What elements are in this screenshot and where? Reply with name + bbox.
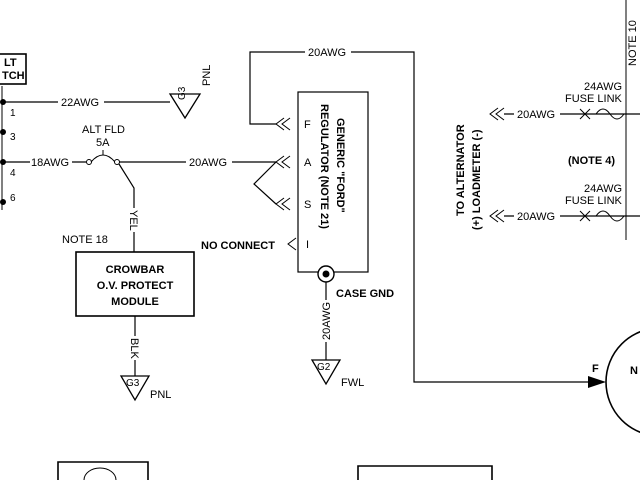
bottom-left-partial-circle <box>83 467 117 480</box>
ground-symbol-top: G3 PNL <box>168 65 213 120</box>
regulator-title-1: GENERIC "FORD" <box>334 118 346 213</box>
breaker-terminal-left <box>86 159 92 165</box>
alt-switch-title-box <box>0 53 27 85</box>
wire-yel: YEL <box>118 163 142 252</box>
bottom-left-partial-box <box>57 461 149 480</box>
connector-s-icon <box>275 197 291 211</box>
loadmeter-bottom-connector-icon <box>489 209 505 223</box>
no-connect-label: NO CONNECT <box>201 240 275 252</box>
ground-triangle-crowbar <box>119 375 151 402</box>
jumper-a-s <box>253 161 277 205</box>
loadmeter-bottom-wire-label-bg <box>514 209 560 222</box>
wire-22awg: 22AWG <box>3 95 170 109</box>
ground-symbol-crowbar: G3 PNL <box>119 375 171 402</box>
ground-top-name: PNL <box>201 65 213 86</box>
wire-blk-label: BLK <box>128 338 140 359</box>
fuse-top-gauge: 24AWG <box>584 81 622 93</box>
ground-top-tag: G3 <box>177 86 188 100</box>
regulator: GENERIC "FORD" REGULATOR (NOTE 21) F A S… <box>201 91 394 300</box>
fuse-bottom-gauge: 24AWG <box>584 183 622 195</box>
crowbar-line-1: CROWBAR <box>106 264 165 276</box>
crowbar-note: NOTE 18 <box>62 234 108 246</box>
loadmeter-top-wire-label-bg <box>514 107 560 120</box>
fuse-bottom-label: FUSE LINK <box>565 195 623 207</box>
ground-crowbar-tag: G3 <box>126 378 140 389</box>
loadmeter-note: (NOTE 4) <box>568 155 615 167</box>
connector-i-icon <box>287 237 297 251</box>
loadmeter-bottom-wire-label: 20AWG <box>517 211 555 223</box>
wire-case-gnd-label-bg <box>318 300 334 342</box>
wire-blk: BLK <box>127 316 143 376</box>
alternator: F N <box>588 330 640 434</box>
alt-switch-pin-label-6: 6 <box>10 193 16 204</box>
splice-x-icon-top <box>579 108 591 120</box>
wire-20awg-field-label: 20AWG <box>308 47 346 59</box>
alt-switch: LT TCH 1 3 4 6 <box>0 53 27 210</box>
breaker-arc-icon <box>90 154 116 163</box>
loadmeter-section: TO ALTERNATOR (+) LOADMETER (-) 20AWG 24… <box>455 0 640 240</box>
pin-s-label: S <box>304 199 311 211</box>
fuse-top-label: FUSE LINK <box>565 93 623 105</box>
alt-switch-pin-6 <box>0 199 6 205</box>
wire-22awg-label-bg <box>58 95 104 108</box>
alt-switch-pin-3 <box>0 129 6 135</box>
alt-field-circuit: 18AWG ALT FLD 5A 20AWG <box>3 124 276 169</box>
wire-20awg-label: 20AWG <box>189 157 227 169</box>
alternator-field-pin: F <box>592 363 599 375</box>
ground-triangle-regulator <box>310 359 342 386</box>
crowbar-line-2: O.V. PROTECT <box>97 280 174 292</box>
wire-22awg-label: 22AWG <box>61 97 99 109</box>
case-gnd-label: CASE GND <box>336 288 394 300</box>
wire-blk-label-bg <box>127 336 143 360</box>
crowbar-line-3: MODULE <box>111 296 159 308</box>
breaker-rating: 5A <box>96 137 110 149</box>
wire-20awg-field-label-bg <box>305 45 351 58</box>
alternator-circle <box>605 330 640 434</box>
wire-yel-label-bg <box>126 208 142 232</box>
ground-crowbar-name: PNL <box>150 389 171 401</box>
ground-regulator-name: FWL <box>341 377 364 389</box>
loadmeter-top-connector-icon <box>489 107 505 121</box>
loadmeter-top-wire-label: 20AWG <box>517 109 555 121</box>
bottom-right-partial-box <box>357 465 493 480</box>
connector-a-icon <box>275 155 291 169</box>
loadmeter-label-1: TO ALTERNATOR <box>455 124 467 216</box>
wire-18awg-label: 18AWG <box>31 157 69 169</box>
breaker-label: ALT FLD <box>82 124 125 136</box>
fuse-link-icon-top <box>595 108 625 120</box>
breaker-terminal-right <box>114 159 120 165</box>
wire-case-gnd: 20AWG <box>318 282 334 360</box>
alt-switch-pin-label-1: 1 <box>10 108 16 119</box>
alt-switch-pin-label-4: 4 <box>10 168 16 179</box>
alt-switch-title-1: LT <box>4 57 17 69</box>
regulator-title-2: REGULATOR (NOTE 21) <box>318 104 330 229</box>
ground-symbol-regulator: G2 FWL <box>310 359 364 389</box>
fuse-link-icon-bottom <box>595 210 625 222</box>
loadmeter-label-2: (+) LOADMETER (-) <box>471 129 483 230</box>
wire-20awg-label-bg <box>186 155 232 168</box>
wire-20awg-field: 20AWG <box>249 45 588 383</box>
pin-f-label: F <box>304 119 311 131</box>
pin-i-label: I <box>306 239 309 251</box>
crowbar-module: NOTE 18 CROWBAR O.V. PROTECT MODULE <box>62 234 195 317</box>
alternator-label: N <box>630 365 638 377</box>
wire-yel-label: YEL <box>127 210 139 231</box>
alt-switch-title-2: TCH <box>2 70 25 82</box>
regulator-box <box>297 91 369 273</box>
splice-x-icon-bottom <box>579 210 591 222</box>
note-10-label: NOTE 10 <box>627 20 639 66</box>
wire-18awg-label-bg <box>30 155 72 168</box>
bottom-partial-components <box>57 461 493 480</box>
alt-switch-pin-label-3: 3 <box>10 132 16 143</box>
connector-f-icon <box>275 117 291 131</box>
ground-regulator-tag: G2 <box>317 362 331 373</box>
case-gnd-terminal-center <box>322 270 330 278</box>
alternator-field-connector-icon <box>588 376 606 388</box>
wire-case-gnd-label: 20AWG <box>321 302 333 340</box>
ground-triangle-top <box>168 93 202 120</box>
pin-a-label: A <box>304 157 312 169</box>
